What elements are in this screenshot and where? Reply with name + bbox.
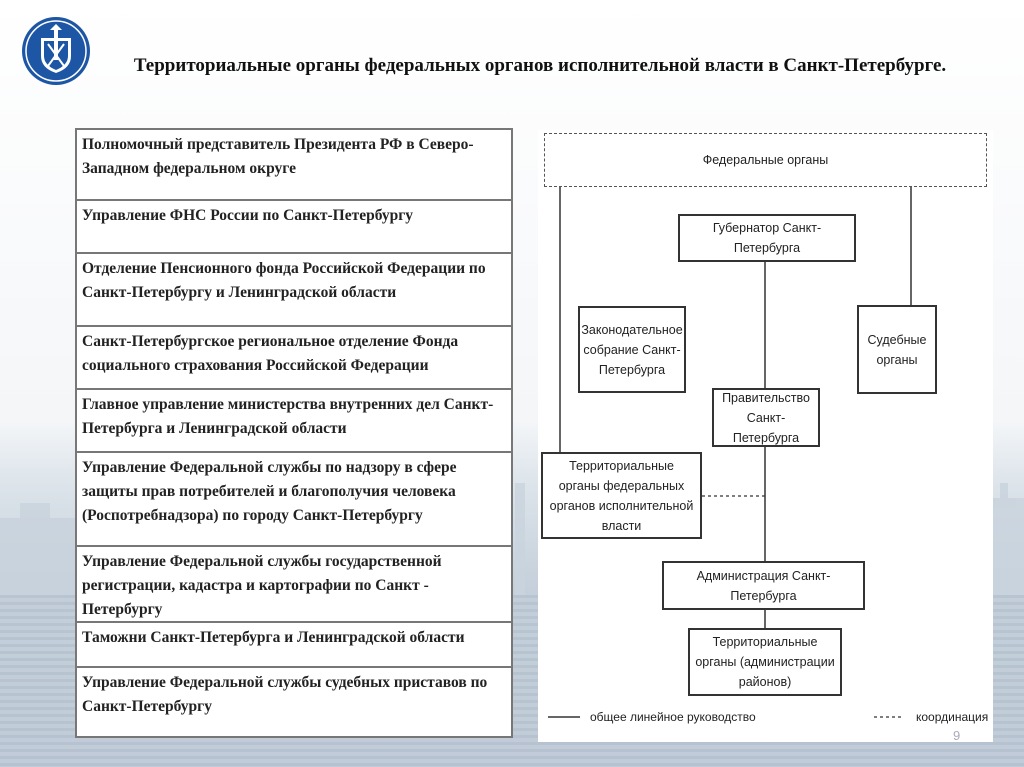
page-title: Территориальные органы федеральных орган… bbox=[133, 55, 947, 76]
table-row: Санкт-Петербургское региональное отделен… bbox=[77, 327, 511, 390]
table-row: Таможни Санкт-Петербурга и Ленинградской… bbox=[77, 623, 511, 668]
table-row: Полномочный представитель Президента РФ … bbox=[77, 130, 511, 201]
legislative-assembly-box: Законодательное собрание Санкт-Петербург… bbox=[578, 306, 686, 393]
table-row: Отделение Пенсионного фонда Российской Ф… bbox=[77, 254, 511, 327]
courts-box: Судебные органы bbox=[857, 305, 937, 394]
table-row: Управление Федеральной службы судебных п… bbox=[82, 674, 488, 715]
table-row: Главное управление министерства внутренн… bbox=[77, 390, 511, 453]
federal-bodies-box: Федеральные органы bbox=[544, 133, 987, 187]
spb-emblem-logo bbox=[21, 16, 91, 86]
table-row: Управление Федеральной службы по надзору… bbox=[77, 453, 511, 547]
governor-box: Губернатор Санкт-Петербурга bbox=[678, 214, 856, 262]
legend-solid-label: общее линейное руководство bbox=[590, 710, 756, 724]
territorial-bodies-table: Полномочный представитель Президента РФ … bbox=[75, 128, 513, 738]
table-row: Управление Федеральной службы государств… bbox=[77, 547, 511, 623]
table-row: Управление ФНС России по Санкт-Петербург… bbox=[77, 201, 511, 254]
org-chart: Федеральные органы Губернатор Санкт-Пете… bbox=[538, 130, 993, 742]
administration-box: Администрация Санкт-Петербурга bbox=[662, 561, 865, 610]
government-box: Правительство Санкт-Петербурга bbox=[712, 388, 820, 447]
org-chart-connectors bbox=[548, 187, 912, 718]
territorial-federal-bodies-box: Территориальные органы федеральных орган… bbox=[541, 452, 702, 539]
page-number: 9 bbox=[953, 728, 961, 743]
district-administrations-box: Территориальные органы (администрации ра… bbox=[688, 628, 842, 696]
legend-dashed-label: координация bbox=[916, 710, 989, 724]
